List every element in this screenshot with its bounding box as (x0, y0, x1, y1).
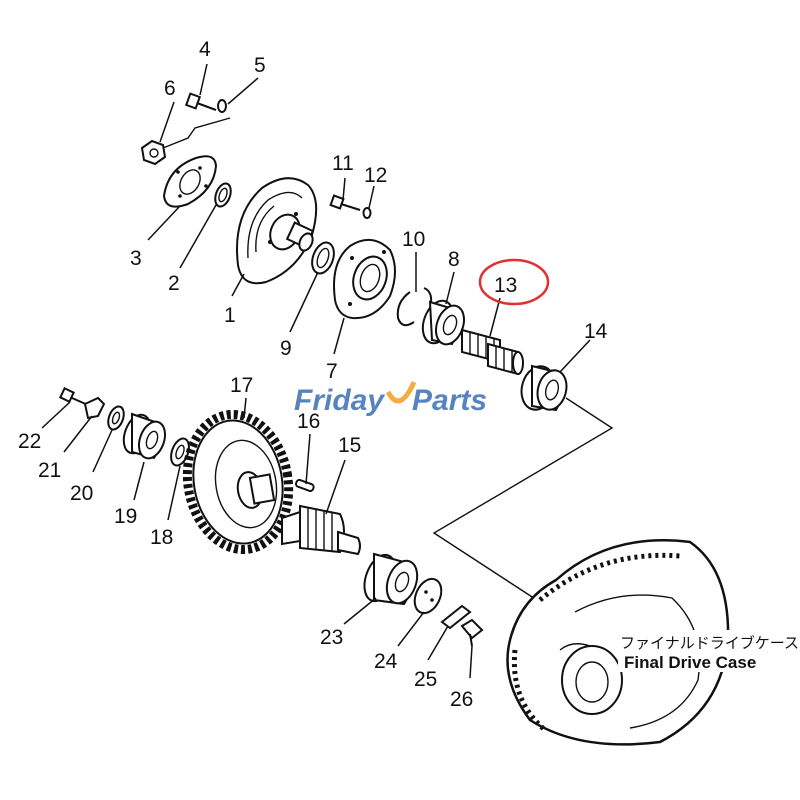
part-12-washer (362, 207, 372, 219)
label-part-17: 17 (230, 374, 253, 397)
highlight-circle-part-13 (478, 258, 550, 306)
label-part-10: 10 (402, 228, 425, 251)
label-part-21: 21 (38, 459, 61, 482)
label-part-18: 18 (150, 526, 173, 549)
leader-lines (41, 63, 591, 679)
final-drive-case (506, 539, 730, 746)
part-6-nut (140, 139, 167, 166)
label-part-5: 5 (254, 54, 266, 77)
watermark-swoosh (385, 380, 417, 404)
label-part-11: 11 (332, 152, 354, 175)
part-23-bearing (363, 552, 419, 606)
part-2-seal (214, 182, 232, 208)
label-part-6: 6 (164, 77, 176, 100)
part-5-washer (217, 99, 227, 113)
label-part-9: 9 (280, 337, 292, 360)
part-14-bearing (520, 364, 568, 412)
label-part-1: 1 (224, 304, 236, 327)
part-3-flange-plate (162, 155, 218, 208)
label-part-20: 20 (70, 482, 93, 505)
watermark-text-part1: Friday (294, 384, 385, 417)
part-4-bolt (184, 92, 217, 111)
part-15-pinion-gear (281, 504, 361, 556)
part-21-lock-plate (83, 396, 106, 420)
part-7-bearing-cage (333, 239, 396, 320)
label-part-2: 2 (168, 272, 180, 295)
assembly-guide-line (162, 117, 231, 149)
case-label-en: Final Drive Case (624, 653, 756, 672)
case-label-jp: ファイナルドライブケース (620, 634, 799, 652)
label-part-16: 16 (297, 410, 320, 433)
label-part-13: 13 (494, 274, 517, 297)
label-part-4: 4 (199, 38, 211, 61)
part-24-plate (413, 577, 443, 615)
part-1-cover (236, 177, 318, 285)
label-part-26: 26 (450, 688, 473, 711)
label-part-3: 3 (130, 247, 142, 270)
label-part-7: 7 (326, 360, 338, 383)
label-part-8: 8 (448, 248, 460, 271)
label-part-23: 23 (320, 626, 343, 649)
label-part-24: 24 (374, 650, 398, 673)
part-19-bearing (122, 412, 167, 460)
part-22-bolt (59, 387, 89, 406)
part-number-labels: 1 2 3 4 5 6 7 8 9 10 11 12 13 14 15 16 1… (18, 38, 608, 711)
part-11-bolt (329, 194, 361, 211)
label-part-22: 22 (18, 430, 41, 453)
case-caption: ファイナルドライブケース Final Drive Case (618, 630, 799, 672)
part-20-snap-ring (107, 405, 125, 431)
part-9-seal (311, 241, 335, 275)
label-part-25: 25 (414, 668, 437, 691)
label-part-19: 19 (114, 505, 137, 528)
watermark-text-part2: Parts (412, 384, 487, 417)
part-8-bearing (421, 299, 466, 346)
part-26-bolt (460, 618, 484, 647)
part-17-gear (182, 409, 294, 555)
label-part-15: 15 (338, 434, 361, 457)
part-16-key (295, 478, 315, 492)
part-13-pinion-shaft (461, 328, 524, 376)
label-part-14: 14 (584, 320, 608, 343)
assembly-path-line (432, 397, 614, 607)
label-part-12: 12 (364, 164, 387, 187)
watermark-logo: Friday Parts (294, 380, 487, 417)
